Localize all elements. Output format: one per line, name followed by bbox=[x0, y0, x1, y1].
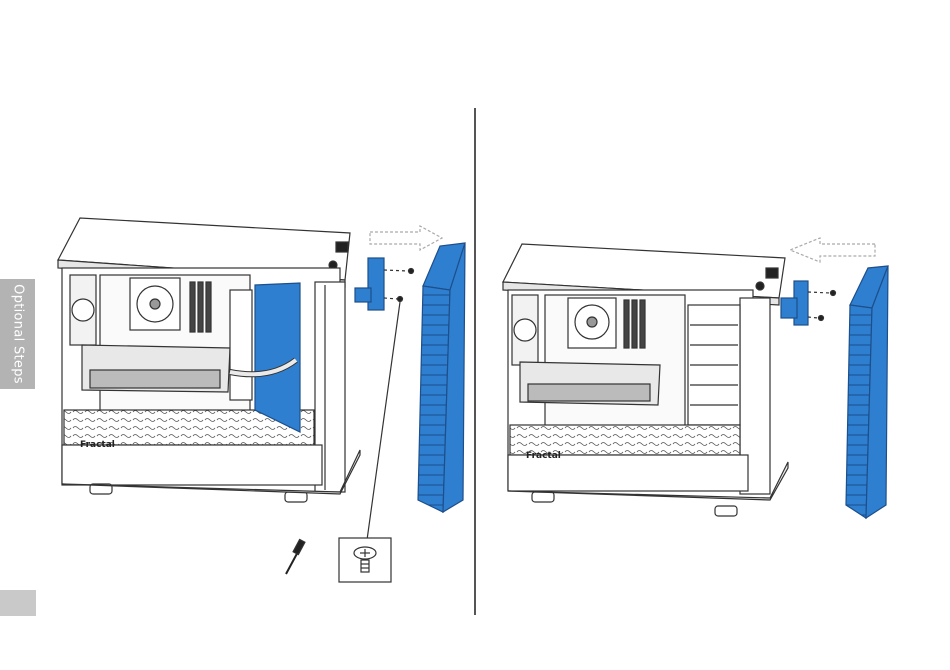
step-attach-front-panel: Fractal bbox=[503, 238, 888, 518]
brand-logo: Fractal bbox=[80, 440, 115, 450]
bracket-tab bbox=[355, 288, 371, 302]
screw-detail-icon bbox=[339, 538, 391, 582]
case-foot bbox=[285, 492, 307, 502]
ram-stick bbox=[632, 300, 637, 348]
screwdriver-icon bbox=[286, 539, 305, 574]
rear-fan-icon bbox=[514, 319, 536, 341]
step-remove-front-panel: Fractal bbox=[58, 218, 465, 582]
screw-icon bbox=[819, 316, 824, 321]
case-foot bbox=[715, 506, 737, 516]
bracket-tab bbox=[781, 298, 797, 318]
io-ports-icon bbox=[766, 268, 778, 278]
screw-icon bbox=[831, 291, 836, 296]
direction-arrow-icon bbox=[370, 226, 442, 250]
case-lower-front bbox=[62, 445, 322, 485]
ram-stick bbox=[206, 282, 211, 332]
ram-stick bbox=[624, 300, 629, 348]
ram-stick bbox=[198, 282, 203, 332]
cpu-fan-hub bbox=[587, 317, 597, 327]
callout-line bbox=[367, 302, 400, 540]
blue-cover-panel bbox=[255, 283, 300, 432]
rear-fan-icon bbox=[72, 299, 94, 321]
screw-guide-line bbox=[808, 292, 830, 293]
graphics-card-heatsink bbox=[528, 384, 650, 401]
screw-guide-line bbox=[808, 317, 818, 318]
case-foot bbox=[532, 492, 554, 502]
screw-guide-line bbox=[384, 270, 408, 271]
graphics-card-heatsink bbox=[90, 370, 220, 388]
cpu-fan-hub bbox=[150, 299, 160, 309]
screw-icon bbox=[398, 297, 403, 302]
brand-logo: Fractal bbox=[526, 451, 561, 461]
screw-guide-line bbox=[384, 298, 398, 299]
direction-arrow-icon bbox=[790, 238, 875, 262]
io-ports-icon bbox=[336, 242, 348, 252]
screw-icon bbox=[409, 269, 414, 274]
drive-bay bbox=[230, 290, 252, 400]
ram-stick bbox=[190, 282, 195, 332]
power-button-icon bbox=[756, 282, 764, 290]
ram-stick bbox=[640, 300, 645, 348]
